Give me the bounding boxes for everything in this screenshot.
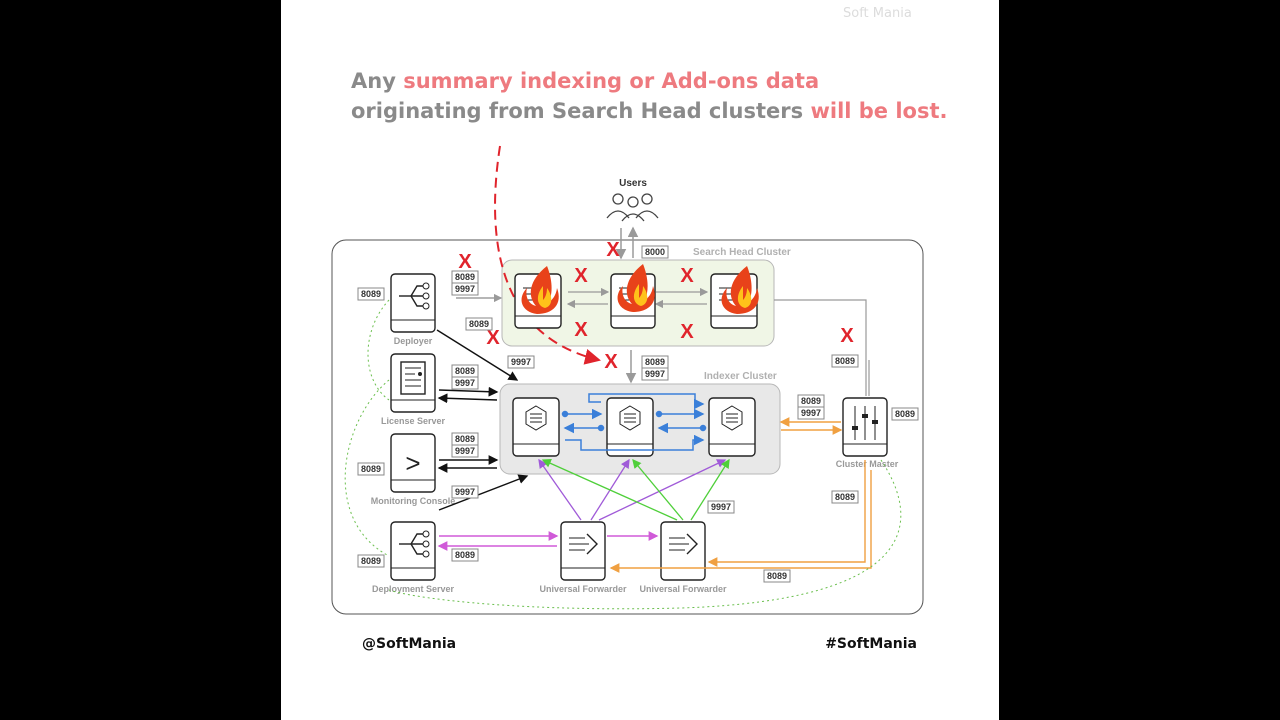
deployment-server-icon [390, 521, 436, 581]
x-mark-icon: X [458, 251, 472, 273]
port-label: 8089 [361, 556, 381, 566]
headline-part-3: originating from Search Head clusters [351, 99, 811, 123]
cluster-master-links [609, 417, 872, 573]
fire-icon [617, 264, 655, 312]
port-label: 9997 [455, 284, 475, 294]
deployment-links [437, 531, 659, 551]
port-label: 8089 [767, 571, 787, 581]
port-label: 9997 [455, 487, 475, 497]
port-label: 8089 [361, 464, 381, 474]
port-label: 8089 [645, 357, 665, 367]
universal-forwarder-1-label: Universal Forwarder [539, 584, 627, 594]
headline-highlight-2: will be lost. [810, 99, 948, 123]
footer-hashtag: #SoftMania [825, 636, 917, 652]
port-label: 8089 [835, 492, 855, 502]
cluster-master-icon [842, 397, 888, 457]
universal-forwarder-1-icon [560, 521, 606, 581]
x-mark-icon: X [606, 239, 620, 261]
x-mark-icon: X [840, 325, 854, 347]
monitoring-console-icon [390, 433, 436, 493]
port-label: 8089 [835, 356, 855, 366]
indexer-node-2 [606, 397, 654, 457]
deployer-icon [390, 273, 436, 333]
deployment-server-label: Deployment Server [372, 584, 455, 594]
port-label: 9997 [711, 502, 731, 512]
port-label: 9997 [645, 369, 665, 379]
port-label: 8089 [469, 319, 489, 329]
x-mark-icon: X [486, 327, 500, 349]
forwarding-links [538, 458, 730, 521]
users-icon [606, 193, 659, 222]
monitoring-console-label: Monitoring Console [371, 496, 456, 506]
x-mark-icon: X [604, 351, 618, 373]
cluster-master-label: Cluster Master [836, 459, 899, 469]
port-label: 9997 [801, 408, 821, 418]
headline-part-1: Any [351, 69, 404, 93]
port-label: 8000 [645, 247, 665, 257]
x-marks: X X X X X X X X X [458, 239, 854, 373]
slide-card: Soft Mania Any summary indexing or Add-o… [281, 0, 999, 720]
indexer-node-3 [708, 397, 756, 457]
port-label: 8089 [455, 366, 475, 376]
replication-links [561, 393, 707, 451]
port-label: 8089 [455, 550, 475, 560]
users-label: Users [619, 178, 647, 189]
universal-forwarder-2-icon [660, 521, 706, 581]
headline-highlight-1: summary indexing or Add-ons data [403, 69, 820, 93]
universal-forwarder-2-label: Universal Forwarder [639, 584, 727, 594]
search-head-cluster-label: Search Head Cluster [693, 247, 791, 258]
x-mark-icon: X [680, 321, 694, 343]
terminal-prompt-glyph: > [405, 448, 420, 478]
port-labels: 8089 8089 9997 8089 8000 9997 8089 9997 … [357, 245, 919, 583]
deployer-label: Deployer [394, 336, 433, 346]
port-label: 8089 [455, 272, 475, 282]
port-label: 9997 [511, 357, 531, 367]
dotted-links [344, 299, 902, 610]
port-label: 9997 [455, 446, 475, 456]
headline: Any summary indexing or Add-ons data ori… [351, 66, 951, 126]
port-label: 8089 [801, 396, 821, 406]
x-mark-icon: X [574, 319, 588, 341]
brand-watermark: Soft Mania [843, 6, 912, 21]
indexer-node-1 [512, 397, 560, 457]
footer-handle: @SoftMania [362, 636, 457, 652]
port-label: 8089 [455, 434, 475, 444]
port-label: 8089 [895, 409, 915, 419]
license-server-icon [390, 353, 436, 413]
indexer-cluster-label: Indexer Cluster [704, 371, 777, 382]
port-label: 8089 [361, 289, 381, 299]
diagram-frame [331, 239, 924, 615]
management-links [436, 329, 529, 511]
fire-icon [521, 266, 559, 314]
data-loss-arrow [494, 145, 601, 365]
x-mark-icon: X [574, 265, 588, 287]
architecture-diagram: Search Head Cluster Indexer Cluster User… [331, 145, 924, 615]
fire-icon [721, 266, 759, 314]
x-mark-icon: X [680, 265, 694, 287]
license-server-label: License Server [381, 416, 446, 426]
port-label: 9997 [455, 378, 475, 388]
